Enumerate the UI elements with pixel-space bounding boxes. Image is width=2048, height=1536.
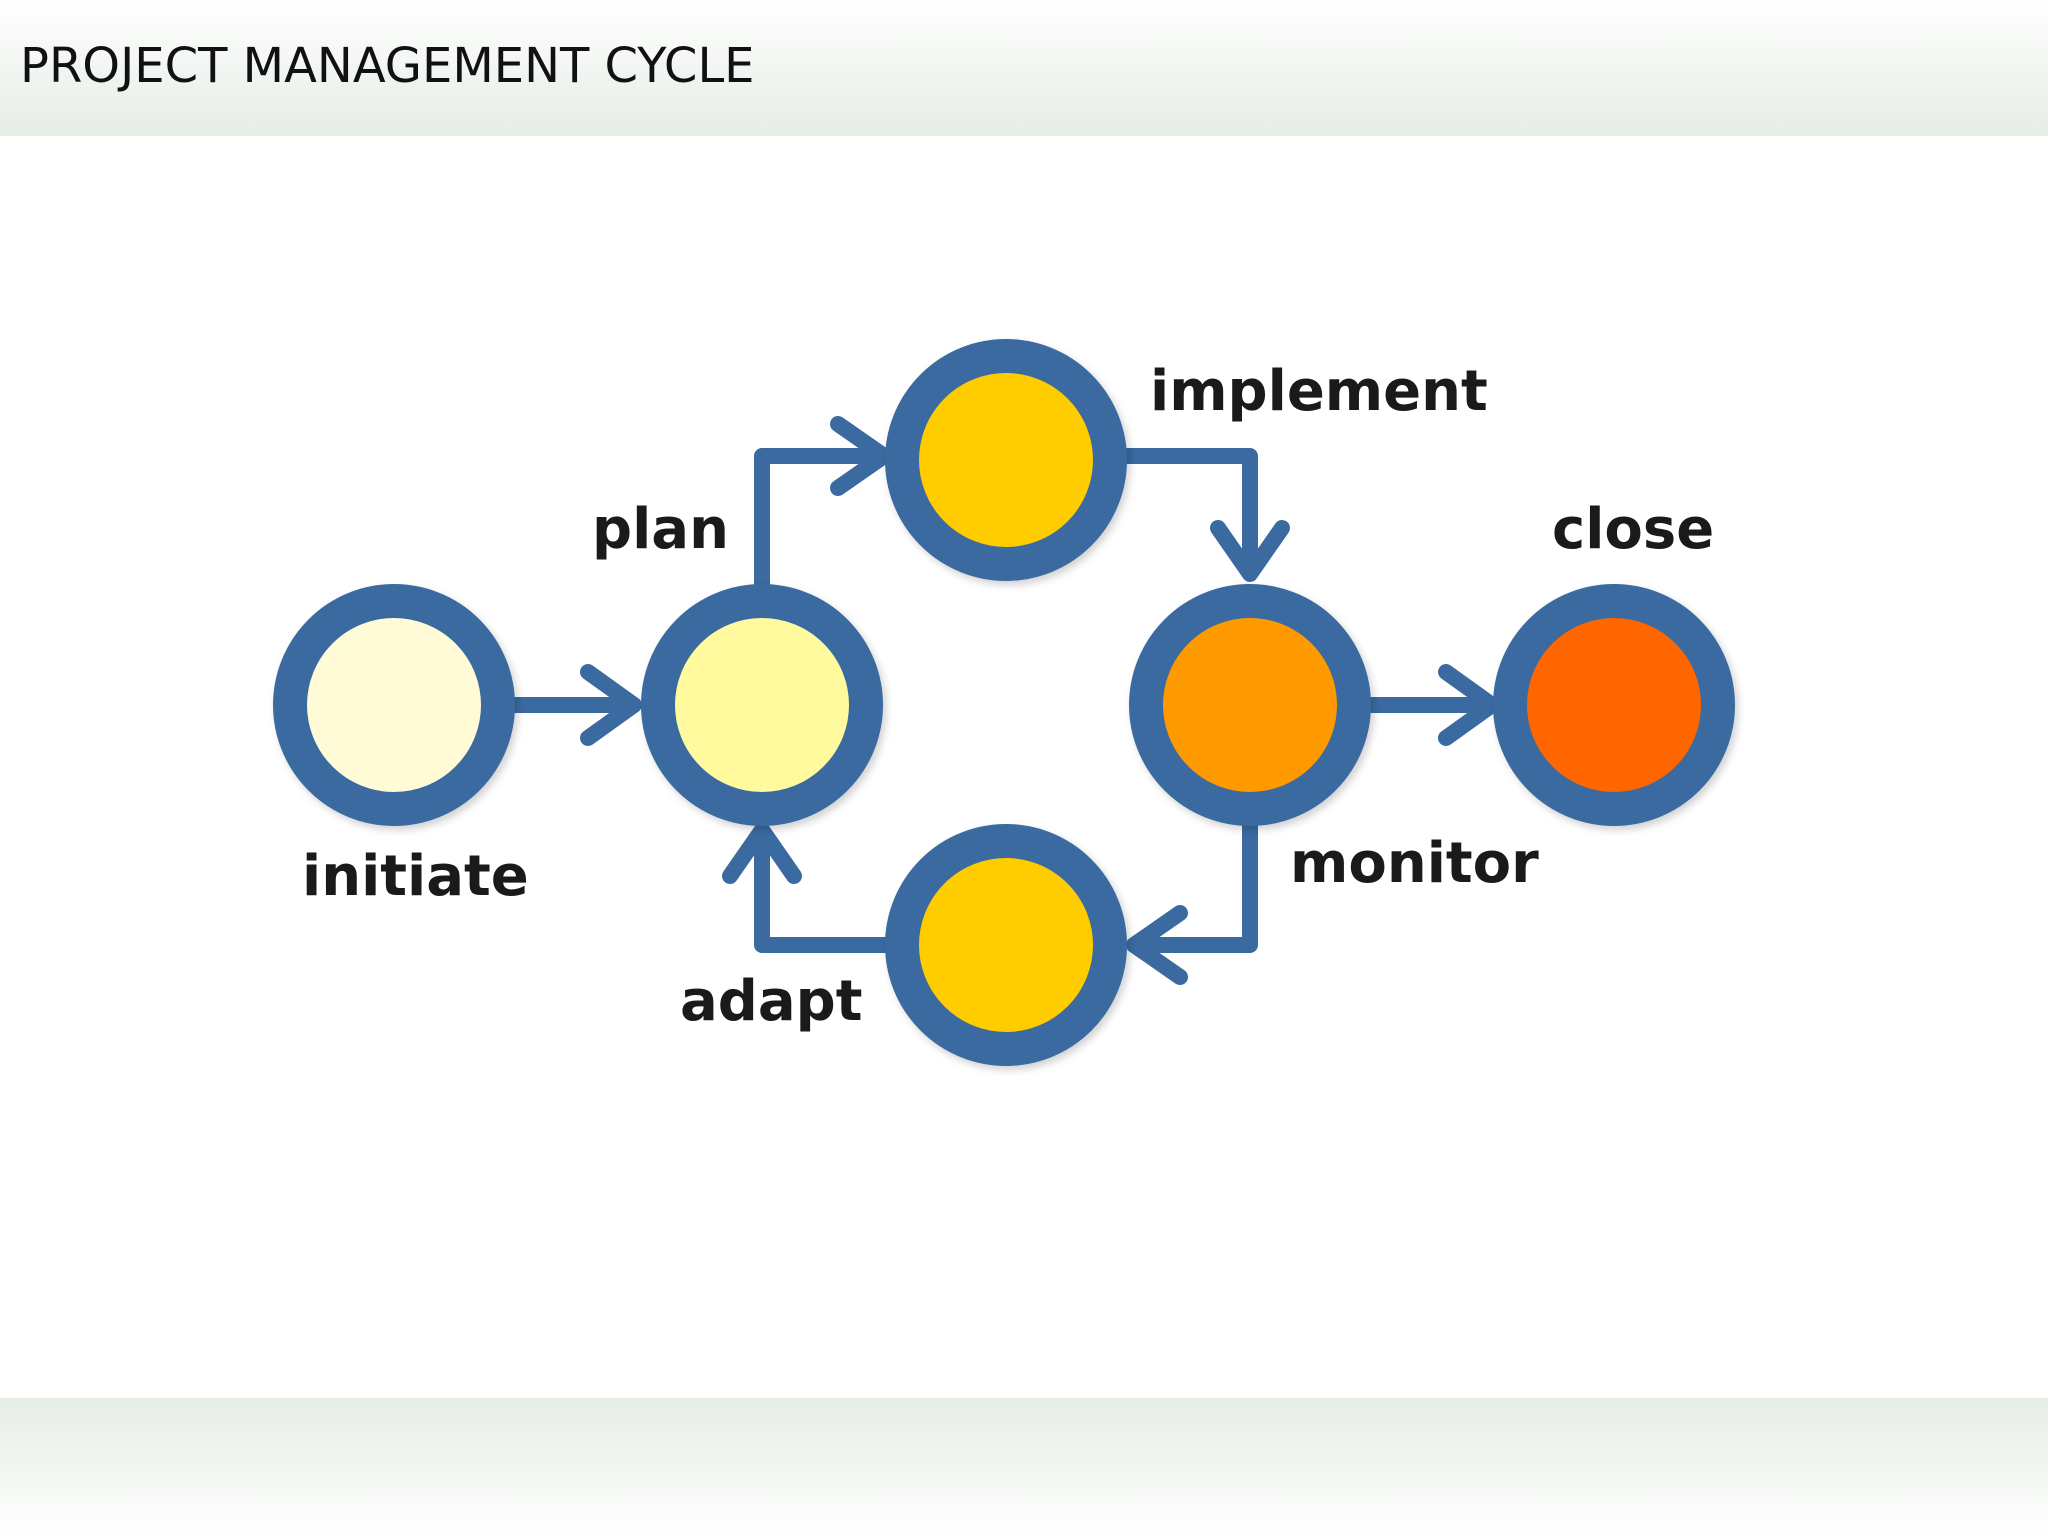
node-close-circle <box>1493 584 1735 826</box>
label-close: close <box>1552 497 1714 562</box>
label-plan: plan <box>592 497 729 562</box>
arrowhead-plan-bottom <box>722 822 802 884</box>
node-plan <box>641 584 883 826</box>
label-monitor: monitor <box>1290 831 1539 896</box>
arrowhead-close <box>1438 664 1500 746</box>
edge-monitor-adapt <box>1128 816 1258 953</box>
arrowhead-adapt <box>1126 905 1188 985</box>
connectors <box>497 416 1500 985</box>
edge-plan-implement <box>754 448 890 594</box>
label-implement: implement <box>1150 359 1488 424</box>
node-adapt-circle <box>885 824 1127 1066</box>
node-close <box>1493 584 1735 826</box>
node-initiate-circle <box>273 584 515 826</box>
slide-title: PROJECT MANAGEMENT CYCLE <box>20 38 755 94</box>
header-band <box>0 0 2048 136</box>
node-monitor-circle <box>1129 584 1371 826</box>
arrowhead-monitor <box>1210 520 1290 582</box>
node-adapt <box>885 824 1127 1066</box>
node-implement <box>885 339 1127 581</box>
node-initiate <box>273 584 515 826</box>
node-plan-circle <box>641 584 883 826</box>
node-implement-circle <box>885 339 1127 581</box>
node-monitor <box>1129 584 1371 826</box>
arrowhead-plan <box>580 664 642 746</box>
arrowhead-implement <box>830 416 892 496</box>
label-adapt: adapt <box>680 969 863 1034</box>
label-initiate: initiate <box>302 844 529 909</box>
edge-implement-monitor <box>1120 448 1258 578</box>
edge-adapt-plan <box>754 824 896 953</box>
footer-band <box>0 1398 2048 1536</box>
